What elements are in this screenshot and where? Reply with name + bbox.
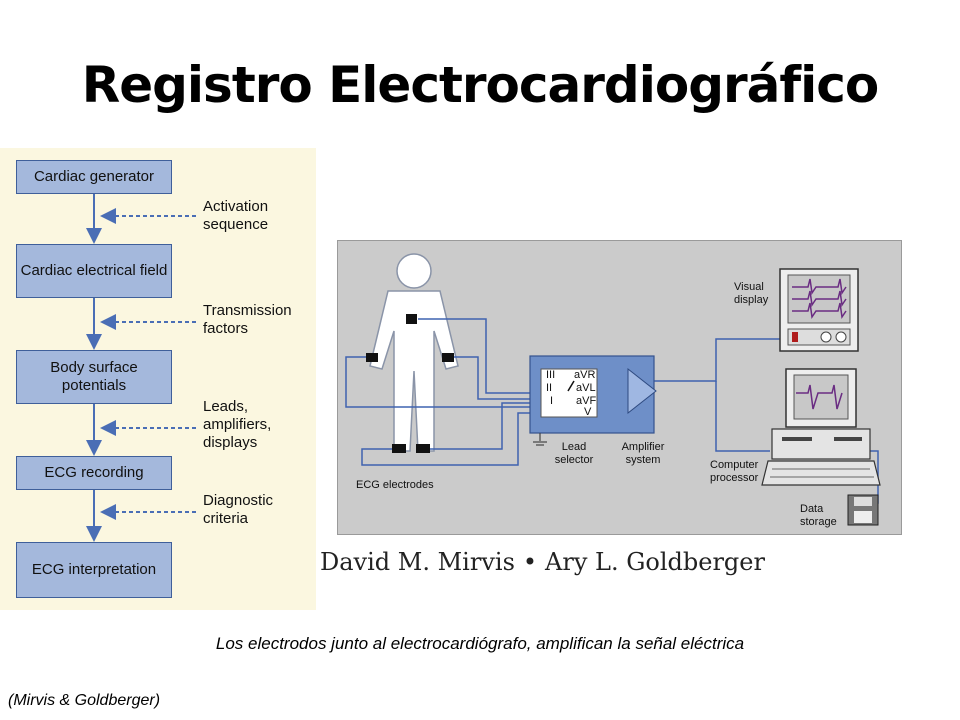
slide-title: Registro Electrocardiográfico [81, 56, 880, 114]
lead-label-i: I [550, 395, 554, 407]
box-body-surface-potentials: Body surface potentials [16, 350, 172, 404]
ecg-system-drawing [345, 253, 881, 526]
slide-caption: Los electrodos junto al electrocardiógra… [215, 634, 745, 653]
computer-ecg-trace [796, 384, 843, 410]
data-storage-label: Data storage [800, 503, 837, 528]
flowchart-arrows [86, 194, 196, 542]
ecg-trace-3 [792, 302, 847, 320]
box-ecg-interpretation: ECG interpretation [16, 542, 172, 598]
visual-display-label: Visual display [734, 281, 769, 306]
author-goldberger: Ary L. Goldberger [545, 548, 765, 576]
ecg-electrodes-label: ECG electrodes [356, 479, 434, 491]
factor-diagnostic-criteria: Diagnostic criteria [203, 492, 274, 527]
keyboard [761, 460, 881, 486]
electrode-wires [345, 318, 879, 504]
flowchart-panel: Cardiac generator Cardiac electrical fie… [0, 148, 316, 610]
ecg-trace-1 [792, 278, 847, 296]
computer-screen [793, 374, 849, 420]
ecg-system-panel: III II I aVR aVL aVF V ECG electrodes Le… [337, 240, 902, 535]
selector-needle [567, 380, 575, 392]
author-separator: • [522, 548, 538, 576]
author-mirvis: David M. Mirvis [320, 548, 515, 576]
factor-leads-amplifiers-displays: Leads, amplifiers, displays [203, 398, 272, 451]
lead-label-iii: III [546, 369, 556, 381]
human-figure [369, 253, 459, 452]
lead-selector-label: Lead selector [554, 441, 594, 466]
electrode-markers [366, 314, 454, 453]
factor-transmission-factors: Transmission factors [203, 302, 292, 337]
display-controls [787, 328, 851, 346]
source-credit: (Mirvis & Goldberger) [8, 692, 161, 709]
lead-label-avl: aVL [576, 382, 596, 394]
lead-selector-dial [540, 368, 598, 418]
lead-label-avf: aVF [576, 395, 597, 407]
authors-line: David M. Mirvis•Ary L. Goldberger [320, 548, 765, 576]
box-cardiac-generator: Cardiac generator [16, 160, 172, 194]
lead-label-v: V [584, 406, 592, 418]
computer-case [771, 428, 871, 460]
factor-activation-sequence: Activation sequence [203, 198, 269, 233]
lead-label-ii: II [546, 382, 553, 394]
amplifier-system-label: Amplifier system [621, 441, 665, 466]
amplifier-triangle [627, 367, 657, 415]
ecg-trace-2 [792, 290, 847, 308]
box-ecg-recording: ECG recording [16, 456, 172, 490]
computer-processor-label: Computer processor [710, 459, 759, 484]
lead-label-avr: aVR [574, 369, 596, 381]
box-cardiac-electrical-field: Cardiac electrical field [16, 244, 172, 298]
display-indicator [792, 332, 798, 342]
